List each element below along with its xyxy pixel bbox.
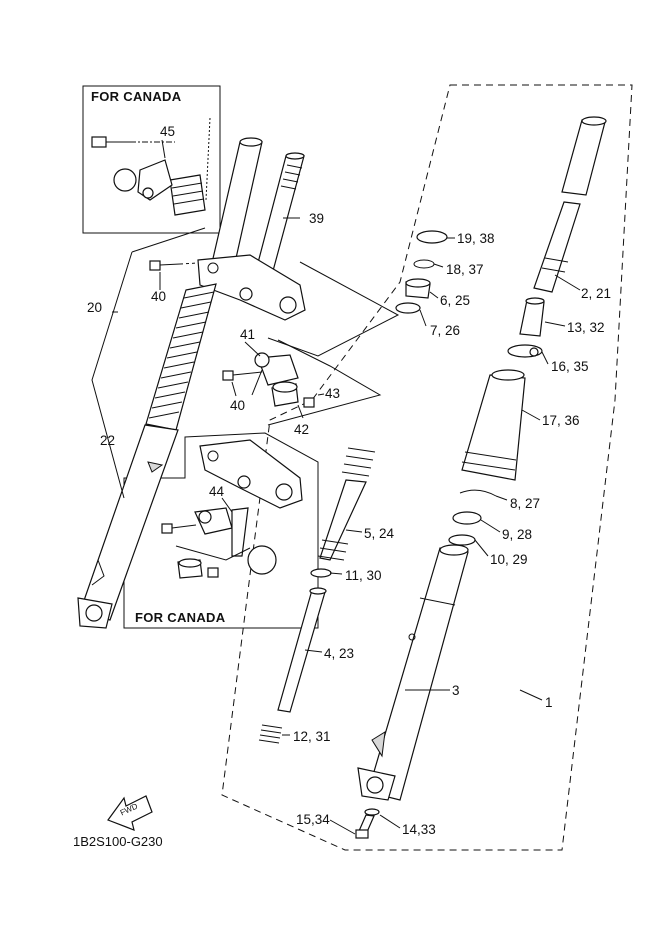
callout-5-24: 5, 24 bbox=[364, 526, 395, 541]
callout-6-25: 6, 25 bbox=[440, 293, 471, 308]
callout-7-26: 7, 26 bbox=[430, 323, 461, 338]
callout-45: 45 bbox=[160, 124, 176, 139]
callout-22: 22 bbox=[100, 433, 116, 448]
callout-3: 3 bbox=[452, 683, 460, 698]
callout-18-37: 18, 37 bbox=[446, 262, 484, 277]
callout-40-upper: 40 bbox=[151, 289, 167, 304]
bracket-parts bbox=[149, 260, 400, 426]
inset-header-top: FOR CANADA bbox=[91, 89, 182, 104]
callout-12-31: 12, 31 bbox=[293, 729, 331, 744]
inset-header-lower: FOR CANADA bbox=[135, 610, 226, 625]
left-fork-assembly bbox=[77, 137, 306, 629]
inset-lower-parts bbox=[161, 439, 303, 579]
fwd-arrow-icon bbox=[107, 795, 153, 831]
callout-43: 43 bbox=[325, 386, 341, 401]
callout-11-30: 11, 30 bbox=[345, 568, 382, 583]
callout-4-23: 4, 23 bbox=[324, 646, 355, 661]
callout-40-lower: 40 bbox=[230, 398, 246, 413]
inset-box-lower bbox=[123, 432, 319, 629]
callout-8-27: 8, 27 bbox=[510, 496, 541, 511]
inset-box-top bbox=[82, 85, 221, 234]
callout-41: 41 bbox=[240, 327, 256, 342]
callout-17-36: 17, 36 bbox=[542, 413, 580, 428]
callout-2-21: 2, 21 bbox=[581, 286, 612, 301]
exploded-parts bbox=[258, 116, 607, 839]
callout-14-33: 14,33 bbox=[402, 822, 436, 837]
callout-1: 1 bbox=[545, 695, 553, 710]
callout-42: 42 bbox=[294, 422, 310, 437]
assembly-dashed-outline bbox=[221, 84, 633, 851]
leader-lines bbox=[159, 139, 581, 835]
callout-9-28: 9, 28 bbox=[502, 527, 533, 542]
callout-20: 20 bbox=[87, 300, 103, 315]
callout-16-35: 16, 35 bbox=[551, 359, 589, 374]
callout-10-29: 10, 29 bbox=[490, 552, 528, 567]
diagram-code: 1B2S100-G230 bbox=[73, 834, 163, 849]
inset-top-parts bbox=[91, 117, 211, 216]
callout-39: 39 bbox=[309, 211, 325, 226]
callout-15-34: 15,34 bbox=[296, 812, 330, 827]
callout-44: 44 bbox=[209, 484, 225, 499]
callout-19-38: 19, 38 bbox=[457, 231, 495, 246]
callout-13-32: 13, 32 bbox=[567, 320, 605, 335]
leader-20-22 bbox=[91, 251, 133, 499]
